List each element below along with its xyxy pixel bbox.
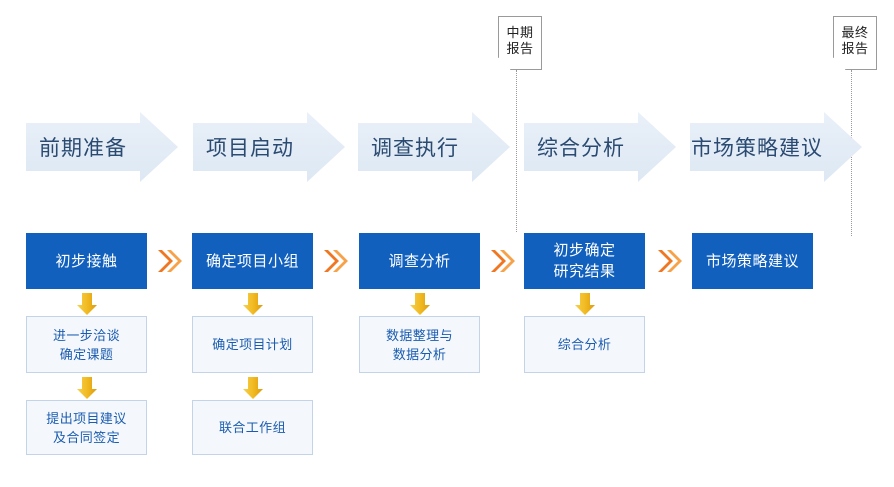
chevron-3-4-icon (490, 248, 518, 274)
sub-step-label: 联合工作组 (218, 420, 286, 435)
callout-label: 中期报告 (498, 16, 542, 70)
sub-step-label: 提出项目建议 及合同签定 (46, 410, 127, 445)
sub-step-box-c3-r1[interactable]: 数据整理与 数据分析 (359, 316, 480, 373)
callout-label-line1: 中期 (506, 25, 534, 40)
main-step-label: 调查分析 (388, 252, 451, 270)
sub-step-label: 综合分析 (557, 337, 612, 352)
sub-step-box-c1-r1[interactable]: 进一步洽谈 确定课题 (26, 316, 147, 373)
down-arrow-col4-a-icon (574, 292, 596, 316)
chevron-1-2-icon (157, 248, 185, 274)
stage-banner-label: 市场策略建议 (691, 137, 823, 160)
sub-step-box-c4-r1[interactable]: 综合分析 (524, 316, 645, 373)
main-step-box-2[interactable]: 确定项目小组 (192, 233, 313, 289)
chevron-2-3-icon (323, 248, 351, 274)
main-step-box-1[interactable]: 初步接触 (26, 233, 147, 289)
stage-banner-label: 综合分析 (537, 137, 625, 160)
main-step-label: 确定项目小组 (205, 252, 299, 270)
callout-label-line1: 最终 (841, 25, 869, 40)
stage-banner-3[interactable]: 调查执行 (358, 112, 510, 182)
sub-step-label: 确定项目计划 (212, 337, 293, 352)
callout-label-line2: 报告 (841, 41, 869, 56)
milestone-guide-line-1 (516, 70, 517, 232)
main-step-label: 初步确定 研究结果 (553, 242, 616, 280)
down-arrow-col2-b-icon (242, 376, 264, 400)
chevron-4-5-icon (657, 248, 685, 274)
stage-banner-1[interactable]: 前期准备 (26, 112, 178, 182)
stage-banner-5[interactable]: 市场策略建议 (690, 112, 862, 182)
stage-banner-label: 前期准备 (39, 137, 127, 160)
main-step-box-3[interactable]: 调查分析 (359, 233, 480, 289)
main-step-box-5[interactable]: 市场策略建议 (692, 233, 813, 289)
report-callout-2: 最终报告 (833, 16, 877, 70)
callout-sheet-icon (498, 16, 542, 70)
sub-step-box-c2-r2[interactable]: 联合工作组 (192, 400, 313, 455)
main-step-label: 市场策略建议 (705, 252, 799, 270)
down-arrow-col1-b-icon (76, 376, 98, 400)
down-arrow-col2-a-icon (242, 292, 264, 316)
stage-banner-label: 调查执行 (371, 137, 459, 160)
callout-sheet-icon (833, 16, 877, 70)
main-step-label: 初步接触 (55, 252, 118, 270)
sub-step-box-c2-r1[interactable]: 确定项目计划 (192, 316, 313, 373)
sub-step-box-c1-r2[interactable]: 提出项目建议 及合同签定 (26, 400, 147, 455)
down-arrow-col3-a-icon (409, 292, 431, 316)
stage-banner-4[interactable]: 综合分析 (524, 112, 676, 182)
callout-label-line2: 报告 (506, 41, 534, 56)
stage-banner-label: 项目启动 (206, 137, 294, 160)
down-arrow-col1-a-icon (76, 292, 98, 316)
callout-label: 最终报告 (833, 16, 877, 70)
sub-step-label: 数据整理与 数据分析 (385, 327, 453, 362)
main-step-box-4[interactable]: 初步确定 研究结果 (524, 233, 645, 289)
stage-banner-2[interactable]: 项目启动 (193, 112, 345, 182)
sub-step-label: 进一步洽谈 确定课题 (52, 327, 120, 362)
report-callout-1: 中期报告 (498, 16, 542, 70)
